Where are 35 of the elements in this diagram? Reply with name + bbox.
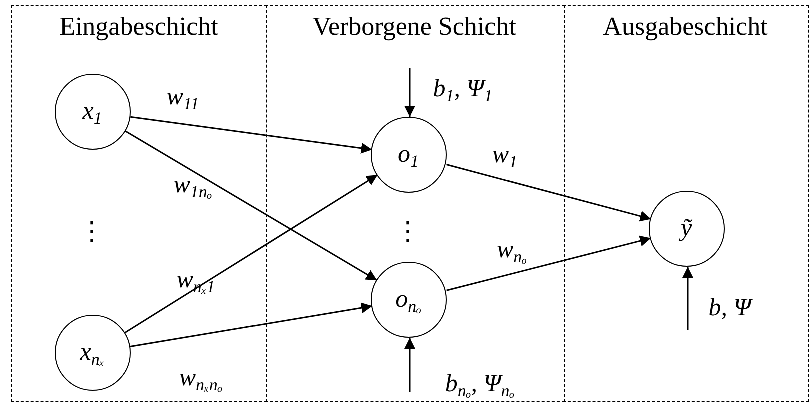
edge-label: w$_{1}$ [492, 142, 518, 168]
arrow [124, 174, 378, 334]
neuron-circle [370, 262, 446, 338]
arrow [404, 338, 416, 392]
arrow [446, 236, 652, 292]
neuron-label: o$_{1}$ [398, 142, 419, 167]
neuron-circle [54, 314, 130, 390]
arrow [446, 164, 652, 222]
neuron-circle [370, 116, 446, 192]
edge-label: w$_{nₒ}$ [496, 238, 528, 262]
neuron-circle [54, 74, 130, 150]
arrow [130, 302, 373, 348]
neuron-circle [648, 190, 724, 266]
arrow [682, 267, 694, 330]
layer-title: Ausgabeschicht [602, 12, 769, 42]
layer-title: Verborgene Schicht [312, 12, 518, 42]
neuron-label: x$_{1}$ [82, 99, 102, 124]
ellipsis: ⋮ [79, 219, 105, 245]
edge-label: w$_{1nₒ}$ [174, 172, 212, 198]
neuron-label: o$_{nₒ}$ [396, 287, 422, 312]
arrow [130, 116, 372, 154]
edge-label: b$_{1}$, Ψ$_{1}$ [433, 76, 493, 102]
layer-panel [11, 5, 267, 402]
layer-title: Eingabeschicht [58, 12, 220, 42]
edge-label: b, Ψ [708, 296, 752, 320]
layer-panel [265, 5, 565, 402]
edge-label: b$_{nₒ}$, Ψ$_{nₒ}$ [445, 372, 515, 396]
edge-label: w$_{11}$ [166, 84, 200, 110]
arrow [404, 68, 416, 117]
arrow [125, 130, 378, 282]
neuron-label: x$_{nₓ}$ [80, 340, 105, 365]
layer-panel [563, 5, 809, 402]
ellipsis: ⋮ [395, 219, 421, 245]
neuron-label: ỹ [680, 216, 692, 241]
edge-label: w$_{nₓnₒ}$ [179, 366, 223, 390]
